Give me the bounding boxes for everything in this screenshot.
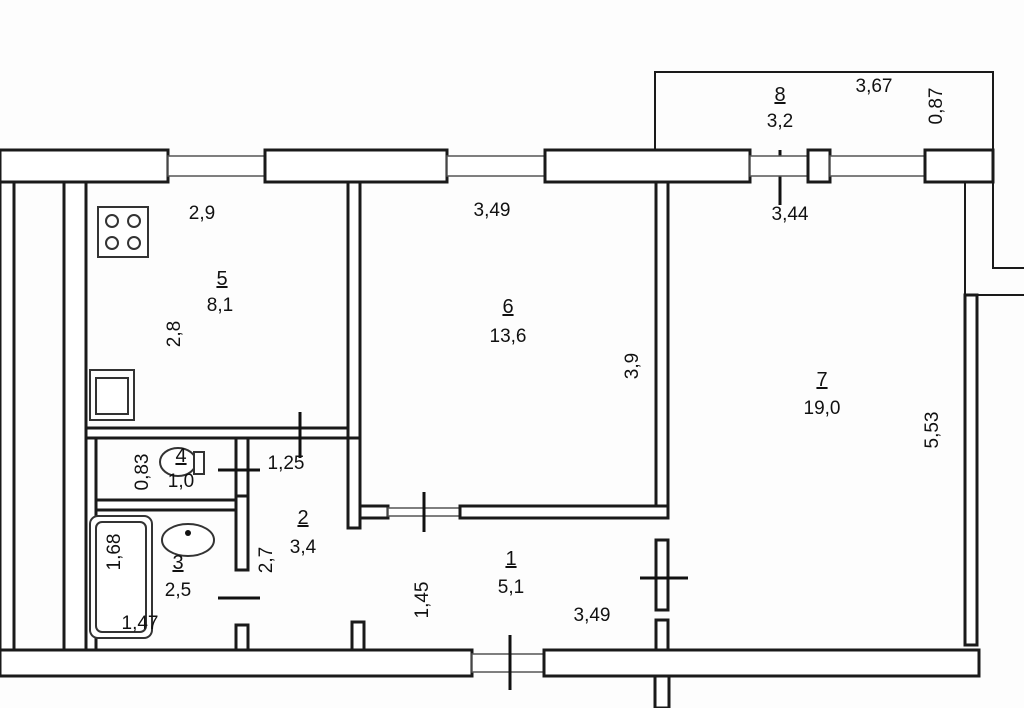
bathtub-icon <box>89 515 153 639</box>
svg-text:4: 4 <box>175 445 186 467</box>
svg-text:2: 2 <box>297 507 308 529</box>
svg-text:8: 8 <box>774 84 785 106</box>
bottom-wall <box>0 635 981 708</box>
room-4-label: 4 1,0 <box>168 445 194 492</box>
room6-bottom-wall <box>346 436 670 532</box>
entry-length-dim: 3,49 <box>574 605 611 626</box>
bath-width-dim: 1,47 <box>122 613 159 634</box>
svg-text:19,0: 19,0 <box>804 398 841 419</box>
room7-width-dim: 3,44 <box>772 204 809 225</box>
room-1-label: 1 5,1 <box>498 548 524 598</box>
room7-depth-dim: 5,53 <box>922 412 943 449</box>
svg-text:7: 7 <box>816 369 827 391</box>
room6-room7-partition <box>640 180 688 652</box>
corridor-width-dim: 1,25 <box>268 453 305 474</box>
top-wall <box>0 148 995 184</box>
kitchen-sink-icon <box>89 369 135 421</box>
svg-text:3,4: 3,4 <box>290 537 317 558</box>
entry-width-dim: 1,45 <box>412 582 433 619</box>
svg-text:8,1: 8,1 <box>207 295 233 316</box>
room-7-label: 7 19,0 <box>804 369 841 419</box>
kitchen-width-dim: 2,9 <box>189 203 215 224</box>
svg-text:13,6: 13,6 <box>490 326 527 347</box>
room-8-label: 8 3,2 <box>767 84 793 132</box>
toilet-icon <box>159 447 205 477</box>
svg-text:5,1: 5,1 <box>498 577 524 598</box>
stove-icon <box>97 206 149 258</box>
svg-text:1,0: 1,0 <box>168 471 194 492</box>
left-wall <box>0 180 88 652</box>
room-5-label: 5 8,1 <box>207 268 233 316</box>
room6-width-dim: 3,49 <box>474 200 511 221</box>
kitchen-walls <box>84 180 362 440</box>
svg-text:3: 3 <box>172 552 183 574</box>
room6-depth-dim: 3,9 <box>622 353 643 379</box>
room-6-label: 6 13,6 <box>490 296 527 347</box>
right-wall <box>963 150 1024 647</box>
room-2-label: 2 3,4 <box>290 507 317 558</box>
wc-width-dim: 0,83 <box>132 454 153 491</box>
balcony-depth-dim: 0,87 <box>926 88 947 125</box>
room-3-label: 3 2,5 <box>165 552 191 601</box>
svg-text:2,5: 2,5 <box>165 580 191 601</box>
svg-text:1: 1 <box>505 548 516 570</box>
hall-depth-dim: 2,7 <box>256 547 277 573</box>
svg-text:6: 6 <box>502 296 513 318</box>
svg-text:3,2: 3,2 <box>767 111 793 132</box>
balcony-width-dim: 3,67 <box>856 76 893 97</box>
washbasin-icon <box>161 523 215 557</box>
svg-text:5: 5 <box>216 268 227 290</box>
kitchen-depth-dim: 2,8 <box>164 321 185 347</box>
bath-length-dim: 1,68 <box>104 534 125 571</box>
